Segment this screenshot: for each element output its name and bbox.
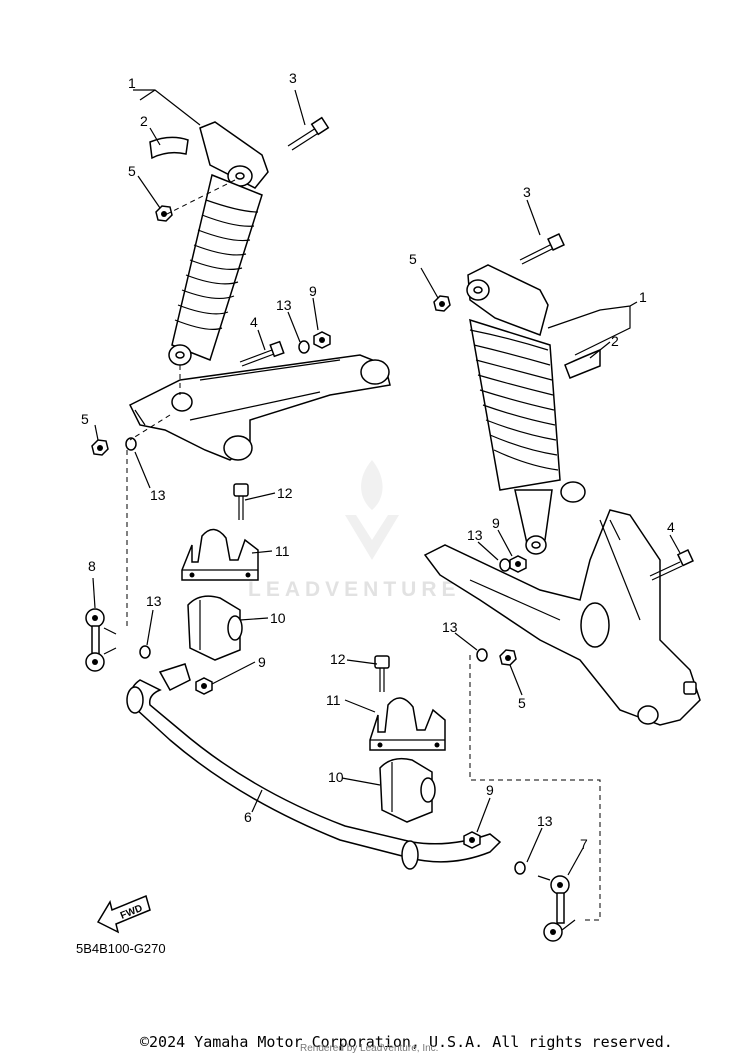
- callout-3-right: 3: [523, 184, 531, 200]
- callout-9-left-top: 9: [309, 283, 317, 299]
- callout-1-left: 1: [128, 75, 136, 91]
- leader-lines: [92, 89, 681, 876]
- left-link-washer[interactable]: [139, 645, 151, 659]
- callout-13-right-top: 13: [467, 527, 483, 543]
- callout-13-left-top: 13: [276, 297, 292, 313]
- right-arm-bolt[interactable]: [649, 549, 694, 581]
- callout-3-left: 3: [289, 70, 297, 86]
- callout-13-left-link: 13: [146, 593, 162, 609]
- callout-5-left-upper: 5: [128, 163, 136, 179]
- left-washer-lower[interactable]: [125, 437, 137, 451]
- left-upper-bolt[interactable]: [287, 116, 330, 151]
- left-washer-top[interactable]: [298, 340, 310, 354]
- lower-bolt[interactable]: [374, 655, 390, 692]
- right-washer-lower[interactable]: [476, 648, 488, 662]
- right-stabilizer-link[interactable]: [537, 875, 576, 942]
- upper-bolt[interactable]: [233, 483, 249, 520]
- callout-13-right-lower: 13: [442, 619, 458, 635]
- callout-4-left: 4: [250, 314, 258, 330]
- callout-8: 8: [88, 558, 96, 574]
- callout-10-upper: 10: [270, 610, 286, 626]
- bar-nut-right[interactable]: [463, 831, 481, 849]
- callout-5-right-upper: 5: [409, 251, 417, 267]
- callout-13-left-lower: 13: [150, 487, 166, 503]
- callout-12-upper: 12: [277, 485, 293, 501]
- callout-11-lower: 11: [326, 692, 341, 708]
- bar-nut-left[interactable]: [195, 677, 213, 695]
- left-nut-top[interactable]: [313, 331, 331, 349]
- stabilizer-bar[interactable]: [126, 663, 502, 870]
- right-upper-bolt[interactable]: [519, 233, 565, 265]
- copyright-notice: ©2024 Yamaha Motor Corporation, U.S.A. A…: [140, 1033, 673, 1051]
- callout-9-bar-right: 9: [486, 782, 494, 798]
- fwd-arrow-icon: FWD: [96, 894, 151, 934]
- callout-9-right-top: 9: [492, 515, 500, 531]
- left-shock-boot[interactable]: [149, 136, 189, 160]
- left-lower-a-arm[interactable]: [128, 354, 391, 461]
- callout-13-right-link: 13: [537, 813, 553, 829]
- callout-10-lower: 10: [328, 769, 344, 785]
- callout-5-left-lower: 5: [81, 411, 89, 427]
- leadventure-logo-icon: [345, 460, 399, 560]
- right-lower-nut[interactable]: [499, 649, 517, 666]
- left-shock-absorber[interactable]: [168, 121, 269, 366]
- left-upper-nut[interactable]: [155, 205, 173, 222]
- right-nut-top[interactable]: [509, 555, 527, 573]
- callout-4-right: 4: [667, 519, 675, 535]
- callout-12-lower: 12: [330, 651, 346, 667]
- rendered-by-notice: Rendered by LeadVenture, Inc.: [300, 1043, 439, 1054]
- right-lower-a-arm[interactable]: [423, 481, 701, 726]
- callout-1-right: 1: [639, 289, 647, 305]
- callout-5-right-lower: 5: [518, 695, 526, 711]
- lower-rubber-bushing[interactable]: [379, 757, 436, 823]
- callout-7: 7: [580, 836, 588, 852]
- callout-2-right: 2: [611, 333, 619, 349]
- left-arm-bolt[interactable]: [239, 340, 285, 367]
- right-shock-absorber[interactable]: [466, 264, 561, 555]
- left-stabilizer-link[interactable]: [85, 608, 117, 672]
- callout-2-left: 2: [140, 113, 148, 129]
- right-washer-top[interactable]: [499, 558, 511, 572]
- right-link-washer[interactable]: [514, 861, 526, 875]
- part-code: 5B4B100-G270: [76, 941, 166, 956]
- lower-bushing-bracket[interactable]: [369, 697, 446, 751]
- callout-9-bar-left: 9: [258, 654, 266, 670]
- callout-6: 6: [244, 809, 252, 825]
- callout-11-upper: 11: [275, 543, 290, 559]
- right-upper-nut[interactable]: [433, 295, 451, 312]
- callout-numbers: 1 2 3 5 13 9 4 5 13 12 11 10 8 13 9 3 5 …: [81, 70, 675, 852]
- left-lower-nut[interactable]: [91, 439, 109, 456]
- watermark-text: LEADVENTURE: [248, 578, 461, 601]
- upper-bushing-bracket[interactable]: [181, 528, 259, 581]
- upper-rubber-bushing[interactable]: [187, 595, 243, 661]
